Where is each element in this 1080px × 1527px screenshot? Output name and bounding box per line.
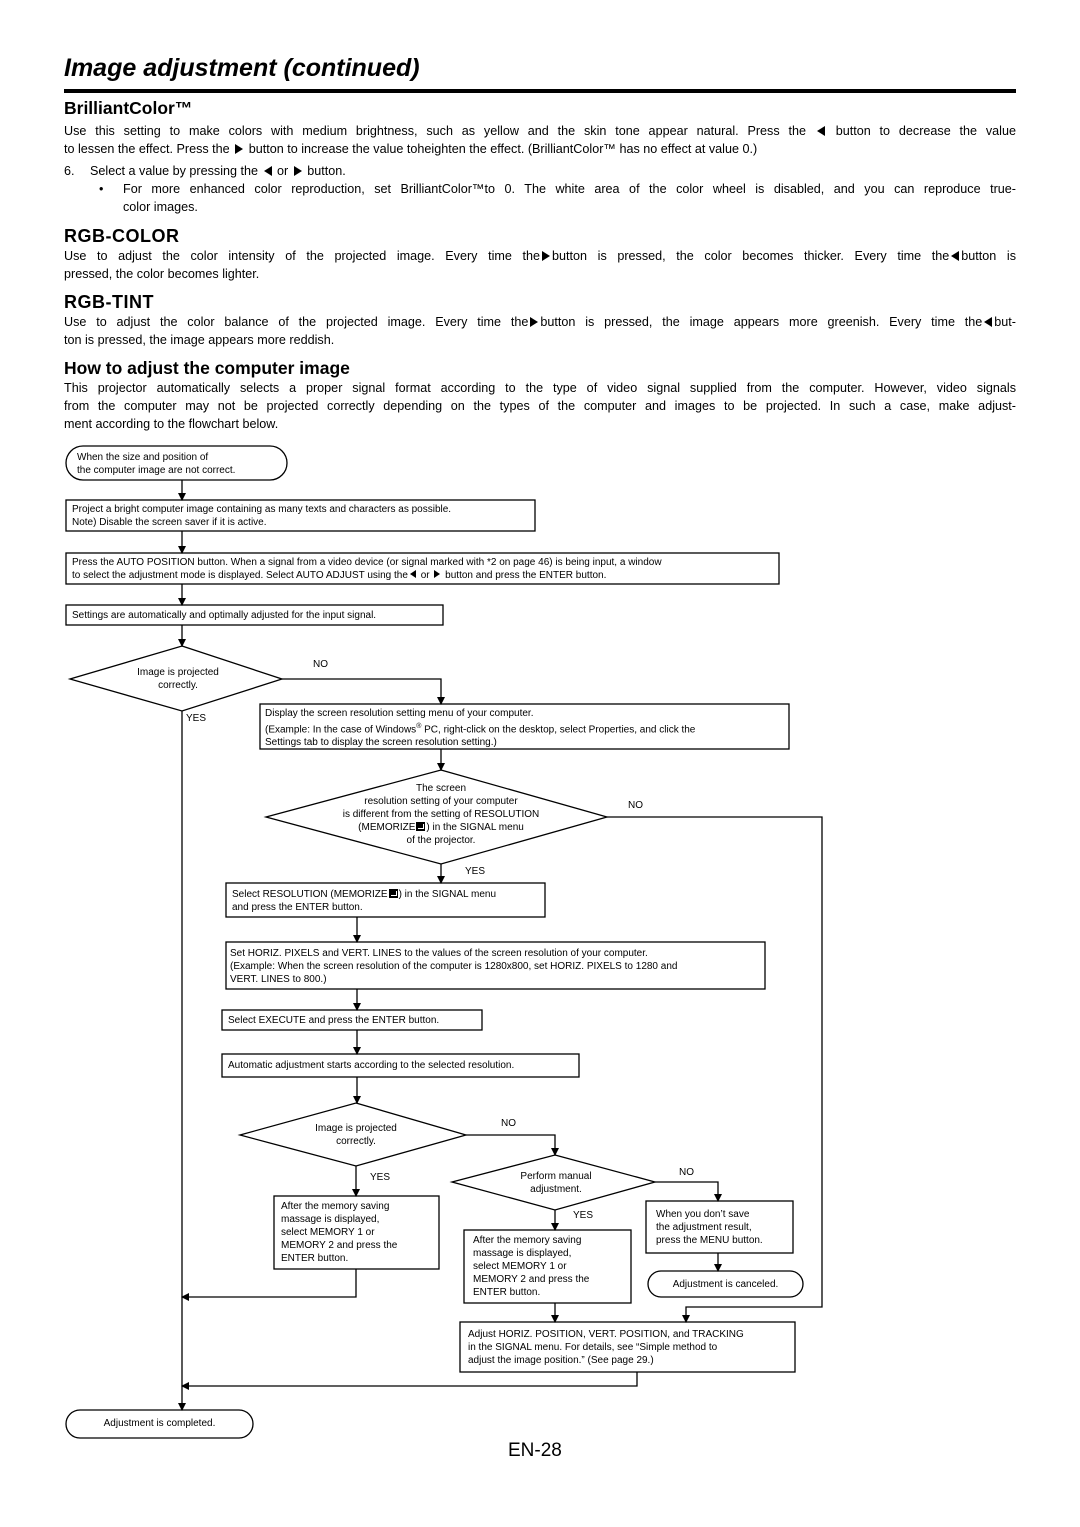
right-arrow-icon [542, 251, 551, 261]
brilliantcolor-description: Use this setting to make colors with med… [64, 124, 1016, 156]
box-memory-save-2 [463, 1229, 632, 1304]
decision-1-no: NO [313, 659, 328, 670]
box-adjust-horiz [459, 1321, 796, 1373]
end-terminal-label: Adjustment is completed. [103, 1418, 216, 1429]
rgb-tint-description: Use to adjust the color balance of the p… [64, 315, 1016, 347]
computer-image-description: This projector automatically selects a p… [64, 381, 1016, 431]
memorize-icon [416, 822, 426, 831]
box-memory-save-2-label: After the memory saving massage is displ… [473, 1235, 590, 1298]
box-settings-adjusted-label: Settings are automatically and optimally… [72, 610, 377, 621]
step-6: 6. Select a value by pressing the or but… [64, 164, 346, 178]
box-display-resolution-label: Display the screen resolution setting me… [265, 708, 696, 749]
box-settings-adjusted [65, 604, 444, 626]
box-select-execute [221, 1009, 483, 1031]
brilliantcolor-heading: BrilliantColor™ [64, 98, 193, 118]
box-display-resolution [259, 703, 790, 750]
left-arrow-icon [263, 166, 272, 176]
decision-4-no: NO [679, 1167, 694, 1178]
box-memory-save-1-label: After the memory saving massage is displ… [281, 1201, 398, 1264]
rgb-color-heading: RGB-COLOR [64, 226, 180, 246]
decision-1-yes: YES [186, 713, 207, 724]
canceled-terminal [647, 1270, 804, 1298]
left-arrow-icon [951, 251, 960, 261]
box-select-resolution-label: Select RESOLUTION (MEMORIZE) in the SIGN… [232, 889, 497, 913]
bullet-marker: • [99, 182, 104, 196]
memorize-icon [388, 889, 398, 898]
decision-2-no: NO [628, 800, 643, 811]
box-project-image-label: Project a bright computer image containi… [72, 504, 452, 528]
box-auto-position-label: Press the AUTO POSITION button. When a s… [72, 557, 662, 581]
computer-image-heading: How to adjust the computer image [64, 358, 350, 378]
page-number: EN-28 [508, 1440, 562, 1461]
box-automatic-adjustment-label: Automatic adjustment starts according to… [228, 1060, 515, 1071]
box-dont-save-label: When you don’t save the adjustment resul… [656, 1209, 763, 1246]
box-automatic-adjustment [221, 1053, 580, 1078]
left-arrow-icon [816, 126, 825, 136]
decision-3-yes: YES [370, 1172, 391, 1183]
right-arrow-icon [235, 144, 244, 154]
rgb-tint-heading: RGB-TINT [64, 292, 154, 312]
right-arrow-icon [530, 317, 539, 327]
left-arrow-icon [409, 570, 416, 578]
box-select-resolution [225, 882, 546, 918]
right-arrow-icon [434, 570, 441, 578]
left-arrow-icon [984, 317, 993, 327]
canceled-terminal-label: Adjustment is canceled. [672, 1279, 779, 1290]
decision-3-no: NO [501, 1118, 516, 1129]
box-set-pixels-label: Set HORIZ. PIXELS and VERT. LINES to the… [230, 948, 678, 985]
decision-2-yes: YES [465, 866, 486, 877]
box-project-image [65, 499, 536, 532]
title-rule [64, 89, 1016, 93]
box-select-execute-label: Select EXECUTE and press the ENTER butto… [228, 1015, 440, 1026]
end-terminal [65, 1409, 254, 1439]
box-set-pixels [225, 941, 766, 990]
box-auto-position [65, 552, 780, 585]
rgb-color-description: Use to adjust the color intensity of the… [64, 249, 1016, 281]
start-terminal [65, 445, 288, 481]
right-arrow-icon [293, 166, 302, 176]
page-title: Image adjustment (continued) [64, 54, 420, 82]
decision-4-yes: YES [573, 1210, 594, 1221]
box-adjust-horiz-label: Adjust HORIZ. POSITION, VERT. POSITION, … [468, 1329, 744, 1366]
bullet-note: For more enhanced color reproduction, se… [123, 182, 1016, 214]
decision-2-label: The screen resolution setting of your co… [342, 783, 540, 846]
